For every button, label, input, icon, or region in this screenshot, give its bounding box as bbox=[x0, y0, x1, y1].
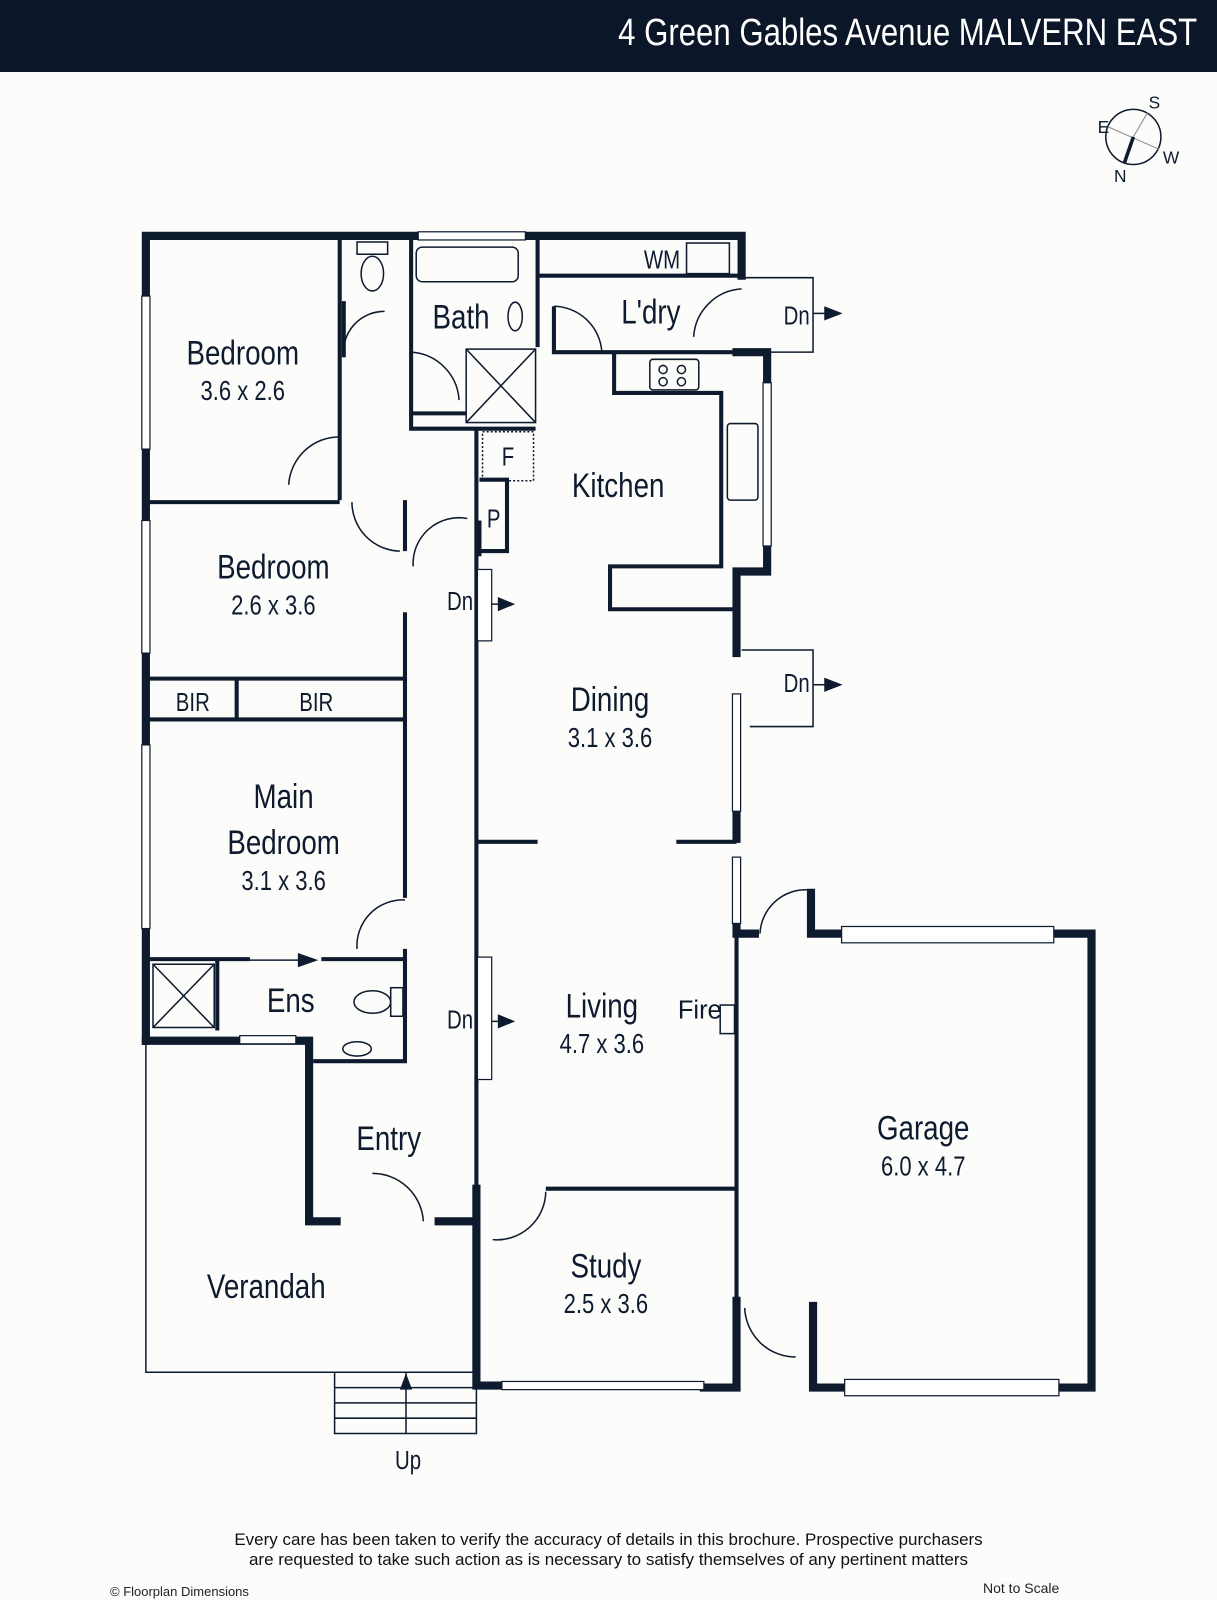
bir2-label: BIR bbox=[299, 688, 333, 717]
disclaimer: Every care has been taken to verify the … bbox=[0, 1530, 1217, 1570]
step-down-arrows bbox=[249, 276, 843, 1029]
property-address: 4 Green Gables Avenue MALVERN EAST bbox=[617, 12, 1197, 54]
wm-label: WM bbox=[644, 245, 680, 274]
living-dims: 4.7 x 3.6 bbox=[560, 1029, 645, 1060]
main-bedroom-label-2: Bedroom bbox=[227, 823, 340, 862]
fixtures bbox=[152, 241, 759, 1057]
washing-machine-icon bbox=[685, 242, 731, 275]
garage-dims: 6.0 x 4.7 bbox=[881, 1151, 966, 1182]
living-label: Living bbox=[566, 986, 638, 1025]
ensuite-shower-icon bbox=[152, 963, 215, 1029]
hall-step-down-label: Dn bbox=[447, 587, 473, 616]
scale-note: Not to Scale bbox=[983, 1580, 1060, 1596]
bedroom1-label: Bedroom bbox=[187, 333, 300, 372]
steps-up-label: Up bbox=[395, 1446, 421, 1475]
disclaimer-line-2: are requested to take such action as is … bbox=[248, 1550, 969, 1569]
compass-east-label: E bbox=[1098, 117, 1110, 137]
compass-icon: S E W N bbox=[1098, 92, 1180, 185]
fridge-space bbox=[481, 430, 535, 482]
header-bar: 4 Green Gables Avenue MALVERN EAST bbox=[0, 0, 1217, 72]
garage-label: Garage bbox=[877, 1109, 970, 1148]
compass-west-label: W bbox=[1163, 147, 1180, 167]
fridge-label: F bbox=[502, 442, 514, 471]
basin-icon bbox=[507, 301, 524, 332]
sink-icon bbox=[726, 422, 759, 501]
fire-label: Fire bbox=[678, 996, 722, 1024]
shower-icon bbox=[465, 348, 537, 424]
study-dims: 2.5 x 3.6 bbox=[564, 1289, 649, 1320]
bedroom2-label: Bedroom bbox=[217, 548, 330, 587]
kitchen-label: Kitchen bbox=[572, 466, 665, 505]
dining-step-down-label: Dn bbox=[784, 669, 810, 698]
copyright: © Floorplan Dimensions bbox=[110, 1584, 249, 1599]
cooktop-icon bbox=[649, 358, 700, 391]
bedroom1-dims: 3.6 x 2.6 bbox=[201, 376, 286, 407]
verandah-label: Verandah bbox=[207, 1267, 326, 1306]
compass-north-label: N bbox=[1114, 166, 1127, 186]
bedroom2-dims: 2.6 x 3.6 bbox=[231, 590, 316, 621]
laundry-label: L'dry bbox=[621, 293, 681, 332]
fireplace-icon bbox=[719, 1004, 736, 1035]
bathtub-icon bbox=[415, 246, 519, 283]
ensuite-label: Ens bbox=[267, 981, 315, 1020]
dining-label: Dining bbox=[571, 680, 650, 719]
laundry-step-down-label: Dn bbox=[784, 301, 810, 330]
windows bbox=[141, 231, 1060, 1397]
compass-south-label: S bbox=[1149, 92, 1161, 112]
disclaimer-line-1: Every care has been taken to verify the … bbox=[234, 1530, 983, 1549]
living-step-down-label: Dn bbox=[447, 1005, 473, 1034]
bath-label: Bath bbox=[433, 298, 490, 337]
main-bedroom-dims: 3.1 x 3.6 bbox=[241, 865, 326, 896]
dining-dims: 3.1 x 3.6 bbox=[568, 723, 653, 754]
pantry-label: P bbox=[487, 504, 501, 533]
entry-label: Entry bbox=[356, 1119, 421, 1158]
study-label: Study bbox=[571, 1246, 642, 1285]
toilet-icon bbox=[360, 255, 385, 292]
bir1-label: BIR bbox=[176, 688, 210, 717]
main-bedroom-label-1: Main bbox=[254, 777, 314, 816]
doors bbox=[287, 288, 808, 1358]
